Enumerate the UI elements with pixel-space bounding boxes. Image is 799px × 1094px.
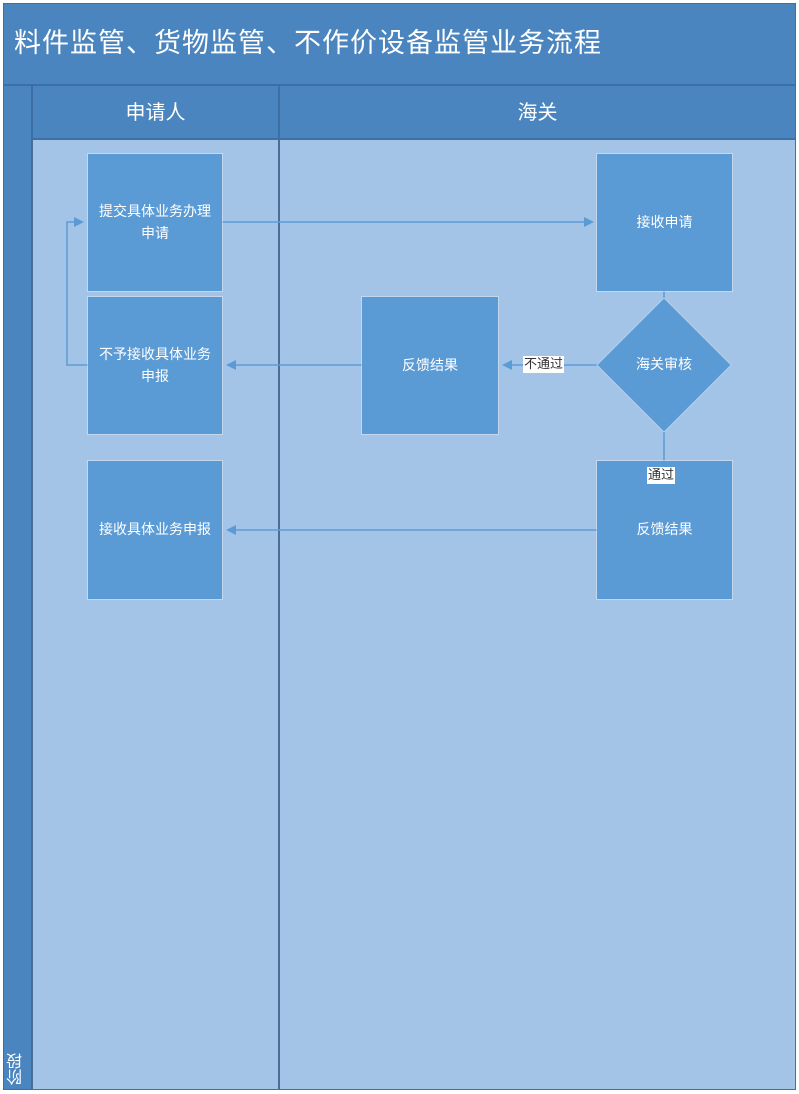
phase-label: 阶段 <box>6 1053 25 1085</box>
node-receive-application: 接收申请 <box>597 154 732 291</box>
edge-label-passed: 通过 <box>647 467 676 484</box>
node-submit-application: 提交具体业务办理申请 <box>88 154 222 291</box>
lane-header-applicant: 申请人 <box>32 85 279 139</box>
node-feedback-passed: 反馈结果 <box>597 461 732 599</box>
diagram-title: 料件监管、货物监管、不作价设备监管业务流程 <box>3 3 796 85</box>
node-customs-review: 海关审核 <box>636 357 692 373</box>
phase-column: 阶段 <box>3 85 32 1090</box>
node-accept-declaration: 接收具体业务申报 <box>88 461 222 599</box>
node-feedback-rejected: 反馈结果 <box>362 297 498 434</box>
lane-header-customs: 海关 <box>279 85 796 139</box>
edge-label-not-passed: 不通过 <box>523 356 565 373</box>
node-reject-declaration: 不予接收具体业务申报 <box>88 297 222 434</box>
